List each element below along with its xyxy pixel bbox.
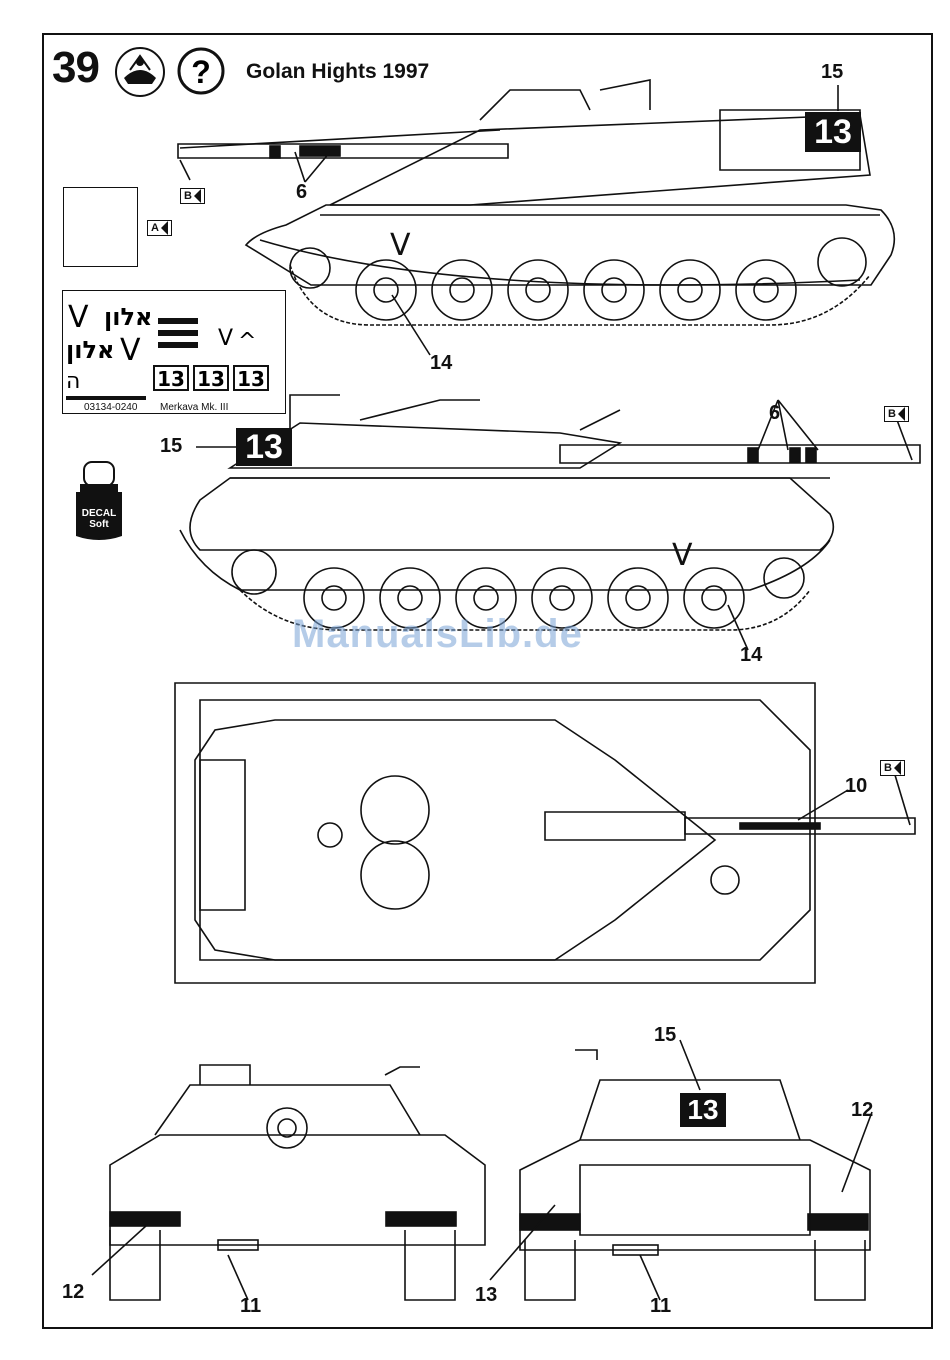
ref-b-marker-side-left: B (180, 188, 205, 204)
callout-6-side-right: 6 (769, 403, 780, 423)
side-view-left: V (178, 80, 894, 325)
callout-14-side-left: 14 (430, 353, 452, 373)
callout-12-front: 12 (62, 1282, 84, 1302)
turret-number-side-left: 13 (805, 112, 861, 152)
callout-11-rear: 11 (650, 1296, 671, 1316)
leader-lines (92, 85, 912, 1300)
turret-number-side-right: 13 (236, 428, 292, 466)
rear-view (520, 1050, 870, 1300)
svg-text:V: V (390, 228, 411, 263)
callout-6-side-left: 6 (296, 182, 307, 202)
callout-15-rear: 15 (654, 1025, 676, 1045)
watermark: ManualsLib.de (292, 612, 583, 657)
ref-b-marker-top: B (880, 760, 905, 776)
top-view (175, 683, 915, 983)
callout-13-rear: 13 (475, 1285, 497, 1305)
callout-12-rear: 12 (851, 1100, 873, 1120)
ref-b-marker-side-right: B (884, 406, 909, 422)
side-view-left-wheels (290, 238, 866, 320)
callout-15-side-right: 15 (160, 436, 182, 456)
callout-10-top: 10 (845, 776, 867, 796)
svg-text:V: V (672, 538, 693, 573)
front-view (110, 1065, 485, 1300)
callout-15-side-left: 15 (821, 62, 843, 82)
turret-number-rear: 13 (680, 1093, 726, 1127)
callout-14-side-right: 14 (740, 645, 762, 665)
callout-11-front: 11 (240, 1296, 261, 1316)
